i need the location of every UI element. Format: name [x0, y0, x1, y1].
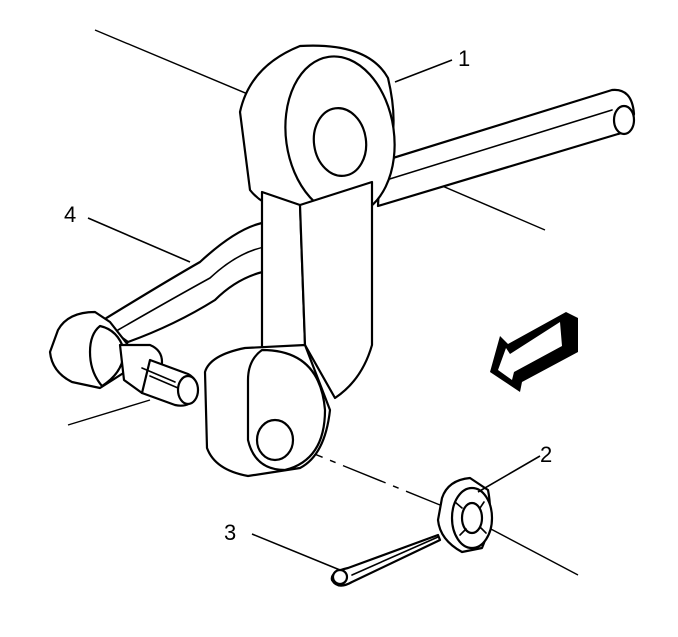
arm-axis-upper-left — [94, 29, 263, 101]
castle-nut — [436, 476, 494, 554]
arm-lower-bore — [255, 418, 295, 462]
leader-3 — [251, 533, 341, 571]
tie-rod-end — [48, 310, 200, 407]
leader-lines — [87, 59, 541, 571]
cotter-pin — [330, 533, 442, 587]
callout-labels: 1 2 3 4 — [64, 46, 552, 545]
relay-rod — [98, 220, 274, 344]
leader-2 — [477, 455, 541, 493]
callout-4: 4 — [64, 202, 76, 227]
stud-axis-left — [67, 399, 151, 426]
frame-rail — [376, 88, 636, 208]
idler-arm — [203, 44, 396, 478]
stud-tip — [176, 374, 200, 406]
direction-arrow-icon — [490, 312, 578, 392]
callout-1: 1 — [458, 46, 470, 71]
leader-4 — [87, 217, 191, 263]
callout-2: 2 — [540, 442, 552, 467]
callout-3: 3 — [224, 520, 236, 545]
arm-upper-bore — [312, 107, 368, 177]
rail-end — [612, 104, 636, 136]
leader-1 — [394, 59, 453, 83]
